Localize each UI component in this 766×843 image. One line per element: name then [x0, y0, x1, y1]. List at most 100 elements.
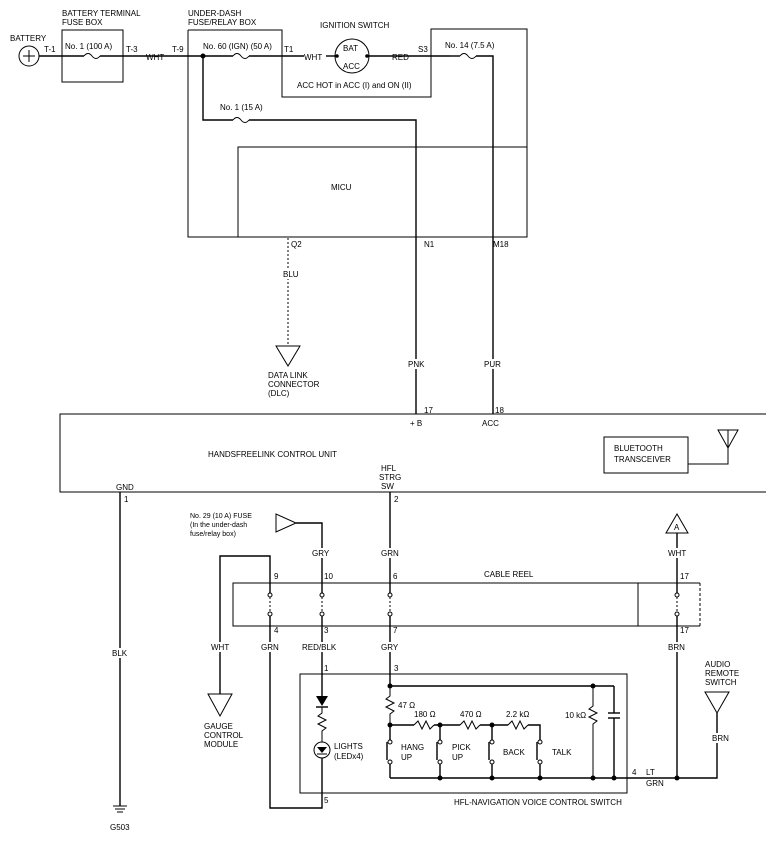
brn-audio-label: BRN — [712, 734, 729, 743]
reel-bottom-pin-4: 4 — [274, 626, 279, 635]
gauge-connector-icon — [207, 693, 233, 718]
audio-remote-label-1: AUDIO — [705, 660, 730, 669]
battery-label: BATTERY — [10, 34, 47, 43]
wire-brn-audio — [677, 713, 718, 779]
resistor-47-icon — [384, 686, 396, 725]
q2-pin: Q2 — [291, 240, 302, 249]
r47-label: 47 Ω — [398, 701, 415, 710]
s3-terminal: S3 — [418, 45, 428, 54]
battery-icon — [18, 45, 40, 67]
fuse-14-label: No. 14 (7.5 A) — [445, 41, 495, 50]
red-wire-label: RED — [392, 53, 409, 62]
wht-gauge-label: WHT — [211, 643, 229, 652]
pick-up-label-1: PICK — [452, 743, 471, 752]
fuse-100a-icon — [83, 53, 101, 59]
t3-terminal: T-3 — [126, 45, 138, 54]
gauge-label-1: GAUGE — [204, 722, 233, 731]
wire-pur — [476, 55, 494, 414]
grn-label: GRN — [646, 779, 664, 788]
blk-label: BLK — [112, 649, 128, 658]
dlc-label-1: DATA LINK — [268, 371, 308, 380]
reel-bottom-pin-7: 7 — [393, 626, 398, 635]
fuse-29-connector-icon — [275, 513, 298, 533]
resistor-180-icon — [413, 719, 435, 731]
terminal-box-title-2: FUSE BOX — [62, 18, 103, 27]
fuse-15a-label: No. 1 (15 A) — [220, 103, 263, 112]
gry-low-label: GRY — [381, 643, 399, 652]
r180-label: 180 Ω — [414, 710, 436, 719]
voice-control-switch-box — [299, 673, 628, 794]
resistor-10k-icon — [587, 686, 599, 778]
wht-a-label: WHT — [668, 549, 686, 558]
audio-remote-switch-icon — [704, 691, 730, 715]
gnd-pin: 1 — [124, 495, 129, 504]
resistor-2k2-icon — [507, 719, 529, 731]
pick-up-label-2: UP — [452, 753, 463, 762]
reel-top-pin-6: 6 — [393, 572, 398, 581]
hang-up-label-2: UP — [401, 753, 412, 762]
voice-switch-title: HFL-NAVIGATION VOICE CONTROL SWITCH — [454, 798, 622, 807]
vs-pin-3: 3 — [394, 664, 399, 673]
underdash-box-title-2: FUSE/RELAY BOX — [188, 18, 257, 27]
reel-contacts — [267, 583, 680, 626]
brn-low-label: BRN — [668, 643, 685, 652]
diode-icon — [316, 696, 328, 706]
t9-terminal: T-9 — [172, 45, 184, 54]
underdash-fuse-relay-box — [187, 28, 528, 238]
wire-wht-gauge — [219, 555, 271, 694]
hfl-strg-pin: 2 — [394, 495, 399, 504]
plus-b-label: + B — [410, 419, 422, 428]
gnd-label: GND — [116, 483, 134, 492]
fuse-29-label-2: (In the under-dash — [190, 522, 247, 529]
hfl-pin-18: 18 — [495, 406, 504, 415]
acc-pin-label: ACC — [482, 419, 499, 428]
resistor-470-icon — [459, 719, 481, 731]
bt-label-2: TRANSCEIVER — [614, 455, 671, 464]
audio-remote-label-3: SWITCH — [705, 678, 737, 687]
reel-bottom-pin-3: 3 — [324, 626, 329, 635]
bluetooth-transceiver-box — [603, 436, 689, 474]
connector-a-label: A — [674, 523, 680, 532]
fuse-100a-label: No. 1 (100 A) — [65, 42, 112, 51]
reel-top-pin-10: 10 — [324, 572, 333, 581]
bt-label-1: BLUETOOTH — [614, 444, 663, 453]
r470-label: 470 Ω — [460, 710, 482, 719]
led-resistor-icon — [316, 707, 328, 742]
reel-bottom-pin-17: 17 — [680, 626, 689, 635]
hfl-unit-title: HANDSFREELINK CONTROL UNIT — [208, 450, 337, 459]
grn-low-label: GRN — [261, 643, 279, 652]
blu-label: BLU — [283, 270, 299, 279]
wire-gry-top — [296, 522, 323, 583]
fuse-29-label-3: fuse/relay box) — [190, 531, 236, 538]
lights-label-2: (LEDx4) — [334, 752, 364, 761]
hfl-control-unit-box — [59, 413, 766, 493]
hfl-pin-17: 17 — [424, 406, 433, 415]
vs-pin-1: 1 — [324, 664, 329, 673]
pnk-label: PNK — [408, 360, 425, 369]
bat-terminal: BAT — [343, 44, 358, 53]
hang-up-label-1: HANG — [401, 743, 424, 752]
fuse-15a-icon — [232, 117, 250, 123]
wire-grn-low — [269, 626, 323, 809]
dlc-label-3: (DLC) — [268, 389, 290, 398]
m18-pin: M18 — [493, 240, 509, 249]
dlc-connector-icon — [275, 345, 301, 367]
lights-label-1: LIGHTS — [334, 742, 363, 751]
ignition-switch-title: IGNITION SWITCH — [320, 21, 390, 30]
reel-top-pin-17: 17 — [680, 572, 689, 581]
wire-pnk — [249, 119, 417, 414]
red-blk-label: RED/BLK — [302, 643, 337, 652]
back-label: BACK — [503, 748, 525, 757]
pur-label: PUR — [484, 360, 501, 369]
talk-label: TALK — [552, 748, 572, 757]
fuse-29-label-1: No. 29 (10 A) FUSE — [190, 513, 252, 520]
talk-switch-icon — [536, 739, 543, 778]
hfl-strg-sw-2: STRG — [379, 473, 401, 482]
gry-top-label: GRY — [312, 549, 330, 558]
fuse-60-icon — [232, 53, 250, 59]
micu-label: MICU — [331, 183, 352, 192]
hang-up-switch-icon — [386, 725, 393, 778]
acc-hot-note: ACC HOT in ACC (I) and ON (II) — [297, 81, 412, 90]
